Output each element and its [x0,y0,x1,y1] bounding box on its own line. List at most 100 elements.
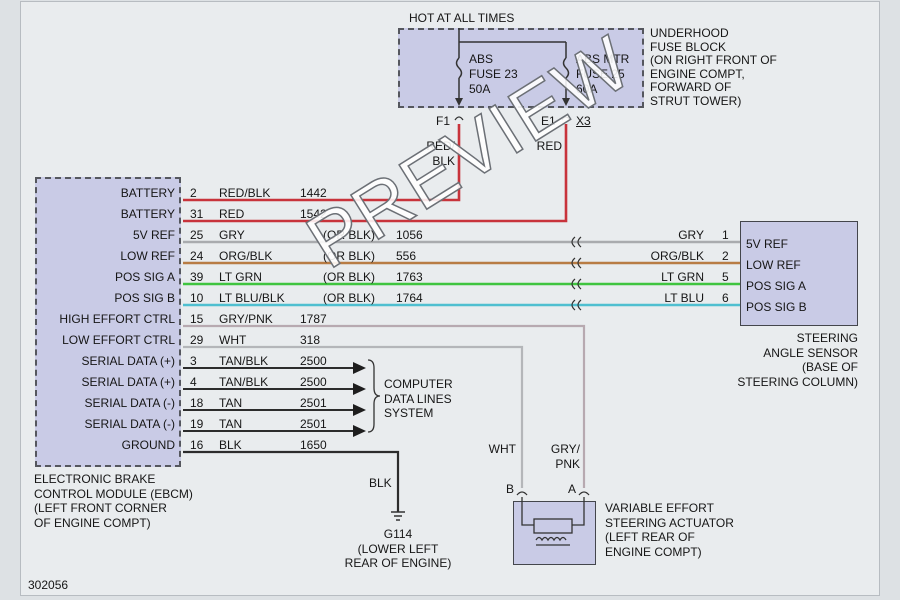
fuse-25-label-line: FUSE 25 [576,67,625,81]
ebcm-wire-color: BLK [219,438,242,452]
sensor-label: STEERING ANGLE SENSOR (BASE OF STEERING … [700,331,858,389]
fuse-23-label: ABS FUSE 23 50A [469,52,518,97]
ebcm-circuit-number: 2501 [300,396,327,410]
ebcm-pin-number: 18 [190,396,204,410]
sensor-pin-number: 2 [722,249,729,263]
fuse-25-symbol [562,57,570,79]
wire-wht [183,345,524,488]
ebcm-circuit-number: 1650 [300,438,327,452]
actuator-coil-symbol [521,508,585,546]
ebcm-pin-number: 39 [190,270,204,284]
ground-label: G114 (LOWER LEFT REAR OF ENGINE) [318,527,478,571]
ebcm-wire-color: LT GRN [219,270,262,284]
fuse-23-symbol [455,57,463,79]
actuator-pin-a-label: A [568,482,577,496]
ebcm-circuit-number: 1764 [396,291,423,305]
ebcm-pin-number: 19 [190,417,204,431]
fuse-block-title-line: FORWARD OF [650,80,732,94]
fuse-25-arrow [562,98,570,106]
fuse-25-label: ABS MTR FUSE 25 60A [576,52,629,97]
ebcm-pin-number: 15 [190,312,204,326]
ebcm-pin-number: 25 [190,228,204,242]
steering-angle-sensor-box [740,221,858,326]
ground-label-line: REAR OF ENGINE) [344,556,452,570]
ebcm-circuit-number: 2501 [300,417,327,431]
sensor-pin-name: POS SIG A [746,279,807,293]
fuse-block-title-line: FUSE BLOCK [650,39,727,54]
actuator-pin-b-connector [516,491,528,496]
actuator-wire-wht-label: WHT [470,442,516,456]
ebcm-pin-name: SERIAL DATA (+) [81,354,175,368]
ebcm-circuit-number: 1442 [300,186,327,200]
fuse-23-label-line: FUSE 23 [469,67,518,81]
ebcm-pin-name: SERIAL DATA (-) [84,417,175,431]
ebcm-circuit-number: 1763 [396,270,423,284]
wire-red-blk-feed [183,124,461,202]
ebcm-circuit-number: 318 [300,333,321,347]
ebcm-circuit-number: 2500 [300,375,327,389]
ebcm-pin-name: BATTERY [120,186,175,200]
ebcm-circuit-number: 1056 [396,228,423,242]
sensor-pin-name: 5V REF [746,237,789,251]
wire-label-line: PNK [555,457,580,471]
ebcm-pin-name: SERIAL DATA (+) [81,375,175,389]
actuator-pin-a-connector [578,491,590,496]
ebcm-label-line: (LEFT FRONT CORNER [34,501,167,515]
sensor-wire-color: GRY [678,228,704,242]
ebcm-pin-number: 4 [190,375,197,389]
ground-name: G114 [383,527,413,541]
fuse-23-arrow [455,98,463,106]
ebcm-wire-color: RED/BLK [219,186,271,200]
ebcm-circuit-number: 1542 [300,207,327,221]
ebcm-wire-color: TAN [219,417,243,431]
ebcm-wire-color: GRY/PNK [219,312,273,326]
connector-x3-label: X3 [576,114,591,128]
ebcm-pin-name: SERIAL DATA (-) [84,396,175,410]
hot-at-all-times-label: HOT AT ALL TIMES [409,11,515,25]
ebcm-wire-color: RED [219,207,245,221]
ground-wire-label: BLK [369,476,392,490]
ebcm-wire-color: TAN [219,396,243,410]
figure-number: 302056 [28,578,69,592]
ebcm-wire-alt-color: (OR BLK) [323,249,376,263]
sensor-wire-color: LT GRN [661,270,704,284]
ebcm-wire-color: ORG/BLK [219,249,273,263]
sensor-pin-number: 6 [722,291,729,305]
pin-f1-label: F1 [436,114,451,128]
ebcm-pin-name: GROUND [121,438,175,452]
sensor-pin-number: 1 [722,228,729,242]
ebcm-pin-number: 2 [190,186,197,200]
wire-gry-pnk [183,324,586,488]
fuse-block-title-line: ENGINE COMPT, [650,66,745,81]
sensor-label-line: STEERING COLUMN) [737,374,858,389]
fuse-23-label-line: ABS [469,52,494,66]
ebcm-circuit-number: 2500 [300,354,327,368]
ebcm-wire-color: WHT [219,333,247,347]
fuse-25-label-line: ABS MTR [576,52,630,66]
actuator-label-line: (LEFT REAR OF [605,530,695,544]
ebcm-label-line: OF ENGINE COMPT) [34,515,151,530]
data-lines-brace [367,359,381,433]
actuator-label-line: STEERING ACTUATOR [605,515,734,530]
ebcm-pin-name: HIGH EFFORT CTRL [59,312,175,326]
pin-e1-label: E1 [541,114,556,128]
ebcm-wire-alt-color: (OR BLK) [323,291,376,305]
data-lines-label-line: SYSTEM [384,406,434,420]
sensor-label-line: STEERING [796,331,858,345]
ebcm-circuit-number: 556 [396,249,417,263]
ground-symbol [391,511,405,521]
fuse-block-title-line: STRUT TOWER) [650,93,742,108]
ebcm-pin-name: BATTERY [120,207,175,221]
sensor-inline-connectors [571,236,582,311]
actuator-label: VARIABLE EFFORT STEERING ACTUATOR (LEFT … [605,501,734,559]
ebcm-label-line: CONTROL MODULE (EBCM) [34,486,193,501]
f1-connector [454,116,464,121]
ebcm-wire-alt-color: (OR BLK) [323,228,376,242]
ebcm-pin-name: LOW REF [120,249,175,263]
wire-blk-ground [183,450,400,512]
sensor-pin-name: POS SIG B [746,300,807,314]
wire-label-line: RED [536,139,562,153]
ground-label-line: (LOWER LEFT [357,541,439,556]
ebcm-pin-number: 31 [190,207,204,221]
